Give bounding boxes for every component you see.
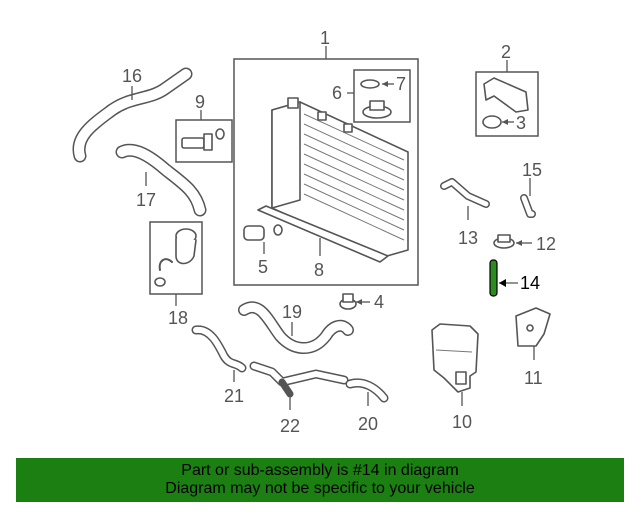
callout-2[interactable]: 2 [501,42,511,62]
callout-10[interactable]: 10 [452,412,472,432]
callout-14[interactable]: 14 [520,273,540,293]
upper-hose[interactable] [72,67,193,163]
callout-11[interactable]: 11 [524,368,543,388]
banner-line-2: Diagram may not be specific to your vehi… [165,480,475,497]
callout-21[interactable]: 21 [224,386,244,406]
callout-1[interactable]: 1 [320,28,330,48]
callout-18[interactable]: 18 [168,308,188,328]
callout-15[interactable]: 15 [522,160,542,180]
water-hose-21[interactable] [191,325,247,373]
info-banner: Part or sub-assembly is #14 in diagram D… [16,458,624,502]
thermostat-gasket[interactable] [158,258,173,271]
reservoir-bracket[interactable] [515,307,551,347]
banner-line-1: Part or sub-assembly is #14 in diagram [181,462,459,479]
callout-13[interactable]: 13 [458,228,478,248]
callout-3[interactable]: 3 [516,113,526,133]
overflow-hose[interactable] [440,178,490,208]
coolant-reservoir[interactable] [431,323,479,393]
drain-plug[interactable] [339,293,357,310]
callout-6[interactable]: 6 [332,83,342,103]
water-hose-20[interactable] [345,378,389,403]
highlighted-part-14[interactable] [489,259,498,297]
radiator-cap[interactable] [362,100,392,119]
callout-7[interactable]: 7 [396,74,406,94]
callout-17[interactable]: 17 [136,190,156,210]
callout-16[interactable]: 16 [122,66,142,86]
reservoir-cap-12[interactable] [493,234,515,249]
callout-20[interactable]: 20 [358,414,378,434]
sensor-box [175,119,233,163]
callout-19[interactable]: 19 [282,302,302,322]
callout-22[interactable]: 22 [280,416,300,436]
callout-8[interactable]: 8 [314,260,324,280]
mount-bushing[interactable] [243,224,283,241]
reservoir-cover[interactable] [483,77,529,113]
callout-4[interactable]: 4 [374,292,384,312]
radiator[interactable] [271,97,409,259]
thermo-switch[interactable] [181,128,225,151]
lower-hose[interactable] [115,143,207,217]
thermostat-seal[interactable] [154,277,166,287]
reservoir-cap[interactable] [482,115,502,129]
siphon-tube[interactable] [520,194,536,218]
callout-12[interactable]: 12 [536,234,556,254]
water-pipe-22[interactable] [249,361,349,398]
cap-kit-box [353,69,411,123]
lower-support[interactable] [257,205,389,263]
callout-5[interactable]: 5 [258,257,268,277]
bypass-hose[interactable] [238,301,354,354]
thermostat-housing[interactable] [175,228,197,265]
o-ring[interactable] [360,79,380,89]
parts-diagram: 1 7 6 5 8 [72,28,556,436]
callout-9[interactable]: 9 [195,92,205,112]
